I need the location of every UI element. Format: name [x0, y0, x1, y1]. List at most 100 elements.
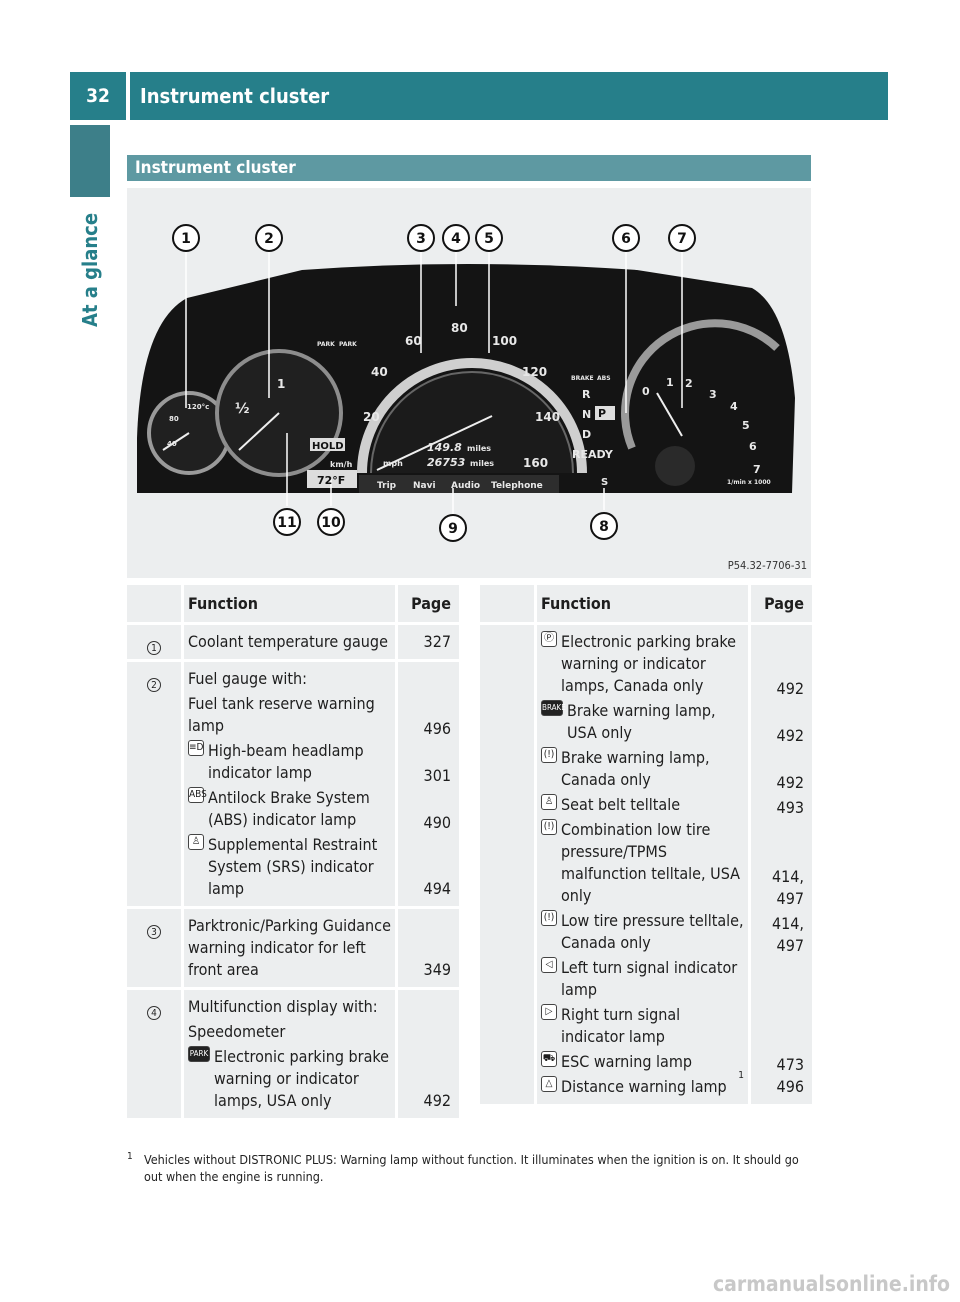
menu-navi: Navi: [413, 481, 436, 491]
function-text: Fuel tank reserve warning lamp: [188, 694, 375, 735]
function-entry: (!)Combination low tire pressure/TPMS ma…: [541, 819, 744, 907]
brake-warning-icon: (!): [541, 747, 557, 763]
side-label: At a glance: [70, 200, 110, 340]
function-text: Parktronic/Parking Guidance warning indi…: [188, 916, 391, 979]
tacho-labels: 0 1 2 3 4 5 6 7: [642, 376, 761, 476]
function-text: Combination low tire pressure/TPMS malfu…: [561, 820, 740, 905]
fuel-full: 1: [277, 377, 285, 391]
callout-2: 2: [264, 231, 274, 247]
callout-markers: [172, 224, 696, 542]
odometer: 26753: [427, 456, 466, 469]
page-value: 496: [776, 1077, 804, 1096]
function-entry: (!)Brake warning lamp, Canada only: [541, 747, 744, 791]
speedo-needle: [376, 415, 493, 471]
instrument-cluster-figure: 1 2 3 4 5 6 7 8 9 10 11 20 40 60 80 100 …: [127, 188, 811, 578]
function-entry: (!)Low tire pressure telltale, Canada on…: [541, 910, 744, 954]
function-entry: ♙Seat belt telltale: [541, 794, 744, 816]
page-value: 327: [423, 632, 451, 651]
callout-6: 6: [621, 231, 631, 247]
trip-distance-unit: miles: [467, 444, 491, 453]
speedo-tick-160: 160: [523, 456, 548, 470]
unit-mph: mph: [383, 459, 403, 468]
function-text: Multifunction display with:: [188, 997, 378, 1016]
callout-9: 9: [448, 521, 458, 537]
tacho-arc: [621, 319, 780, 450]
footnote-text: Vehicles without DISTRONIC PLUS: Warning…: [144, 1152, 799, 1184]
section-title: Instrument cluster: [127, 155, 811, 181]
tacho-tick-1: 1: [666, 376, 674, 389]
speedo-tick-60: 60: [405, 334, 422, 348]
header-num: [127, 585, 184, 622]
function-text: Electronic parking brake warning or indi…: [561, 632, 737, 695]
tacho-tick-7: 7: [753, 463, 761, 476]
page-value: 492: [776, 679, 804, 698]
row-function: Parktronic/Parking Guidance warning indi…: [184, 909, 395, 987]
callout-5: 5: [484, 231, 494, 247]
function-entry: Fuel tank reserve warning lamp: [188, 693, 391, 737]
speedo-tick-100: 100: [492, 334, 517, 348]
odometer-unit: miles: [470, 459, 494, 468]
function-text: Brake warning lamp, Canada only: [561, 748, 710, 789]
page-value: 490: [423, 813, 451, 832]
side-label-text: At a glance: [78, 212, 102, 328]
header-num: [480, 585, 537, 622]
function-text: Antilock Brake System (ABS) indicator la…: [208, 788, 370, 829]
chapter-title: Instrument cluster: [130, 72, 888, 120]
function-text: Distance warning lamp: [561, 1077, 727, 1096]
row-number: 1: [127, 625, 184, 659]
speedo-tick-140: 140: [535, 410, 560, 424]
footnote-number: 1: [127, 1151, 133, 1162]
park-label-2: PARK: [339, 341, 357, 348]
page-value: 414, 497: [771, 914, 804, 955]
tire-pressure-icon: (!): [541, 910, 557, 926]
speedo-tick-20: 20: [363, 410, 380, 424]
callout-1: 1: [181, 231, 191, 247]
page-value: [398, 996, 451, 1021]
function-text: ESC warning lamp: [561, 1052, 693, 1071]
gear-n: N: [582, 408, 591, 421]
callout-4: 4: [451, 231, 461, 247]
ready-label: READY: [572, 448, 614, 461]
menu-bar: [359, 475, 559, 493]
cluster-illustration: 1 2 3 4 5 6 7 8 9 10 11 20 40 60 80 100 …: [137, 224, 795, 542]
trip-distance: 149.8: [427, 441, 462, 454]
function-text: Seat belt telltale: [561, 795, 681, 814]
function-text: Left turn signal indicator lamp: [561, 958, 738, 999]
menu-audio: Audio: [451, 481, 480, 491]
page-value: 349: [423, 960, 451, 979]
watermark: carmanualsonline.info: [712, 1272, 950, 1296]
side-tab: [70, 125, 110, 197]
function-entry: Coolant temperature gauge: [188, 631, 391, 653]
row-number: 2: [127, 662, 184, 906]
page-value: 301: [423, 766, 451, 785]
function-entry: ⛟ESC warning lamp: [541, 1051, 744, 1073]
speedo-tick-40: 40: [371, 365, 388, 379]
gear-r: R: [582, 388, 591, 401]
function-text: Right turn signal indicator lamp: [561, 1005, 681, 1046]
tire-pressure-icon: (!): [541, 819, 557, 835]
tacho-tick-5: 5: [742, 419, 750, 432]
page-value: 492: [776, 773, 804, 792]
coolant-needle: [162, 432, 190, 451]
function-entry: Parktronic/Parking Guidance warning indi…: [188, 915, 391, 981]
row-function: Coolant temperature gauge: [184, 625, 395, 659]
table-header: Function Page: [127, 585, 459, 625]
function-entry: Multifunction display with:: [188, 996, 391, 1018]
menu-telephone: Telephone: [491, 481, 543, 491]
function-text: Brake warning lamp, USA only: [567, 701, 716, 742]
callout-lines: [185, 252, 683, 514]
speedo-tick-80: 80: [451, 321, 468, 335]
row-number: [480, 625, 537, 1104]
function-text: Electronic parking brake warning or indi…: [214, 1047, 390, 1110]
page-value: [751, 957, 804, 1004]
speedo-face: [370, 371, 574, 474]
callout-circle: 3: [147, 925, 161, 939]
speedo-tick-120: 120: [522, 365, 547, 379]
row-page: 492: [395, 990, 459, 1118]
header-page: Page: [748, 585, 812, 622]
